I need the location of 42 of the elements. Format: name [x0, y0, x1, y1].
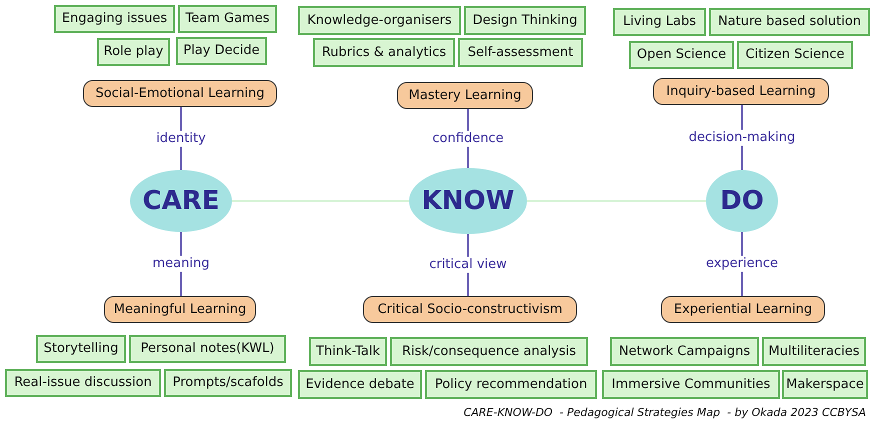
strategy-box: Real-issue discussion: [5, 369, 161, 397]
strategy-box: Rubrics & analytics: [313, 38, 455, 67]
edge-label: critical view: [427, 256, 509, 274]
approach-box: Mastery Learning: [397, 82, 533, 109]
strategy-box: Self-assessment: [458, 38, 583, 67]
strategy-box: Prompts/scafolds: [164, 369, 292, 397]
approach-box: Inquiry-based Learning: [653, 78, 829, 105]
strategy-box: Team Games: [178, 5, 277, 33]
strategy-box: Play Decide: [176, 37, 267, 65]
strategy-box: Nature based solution: [709, 8, 870, 36]
edge-label: identity: [154, 130, 208, 147]
approach-box: Experiential Learning: [661, 296, 825, 323]
core-ellipse: KNOW: [409, 168, 527, 234]
edge-label: decision-making: [686, 129, 798, 146]
strategy-box: Risk/consequence analysis: [390, 337, 588, 366]
approach-box: Critical Socio-constructivism: [363, 296, 577, 323]
strategy-box: Storytelling: [36, 335, 126, 363]
strategy-box: Role play: [97, 38, 170, 66]
strategy-box: Living Labs: [613, 8, 706, 36]
strategy-box: Citizen Science: [737, 41, 853, 69]
strategy-box: Evidence debate: [298, 370, 422, 399]
edge-label: experience: [704, 256, 780, 272]
approach-box: Meaningful Learning: [104, 296, 256, 323]
caption: CARE-KNOW-DO - Pedagogical Strategies Map - by Okada 2023 CCBYSA: [464, 405, 866, 421]
strategy-box: Personal notes(KWL): [129, 335, 286, 363]
strategy-box: Policy recommendation: [425, 370, 597, 399]
strategy-box: Knowledge-organisers: [298, 6, 461, 35]
strategy-box: Multiliteracies: [762, 337, 866, 366]
core-ellipse: CARE: [130, 170, 232, 232]
strategy-box: Makerspace: [782, 370, 868, 399]
strategy-box: Open Science: [629, 41, 734, 69]
edge-label: confidence: [430, 130, 506, 147]
core-ellipse: DO: [706, 170, 778, 232]
strategy-box: Immersive Communities: [602, 370, 780, 399]
approach-box: Social-Emotional Learning: [83, 80, 277, 107]
connector-line: [527, 200, 706, 202]
strategy-box: Network Campaigns: [610, 337, 759, 366]
strategy-box: Think-Talk: [309, 337, 387, 366]
strategy-box: Design Thinking: [464, 6, 586, 35]
strategy-box: Engaging issues: [54, 5, 175, 33]
edge-label: meaning: [150, 256, 212, 272]
connector-line: [232, 200, 409, 202]
